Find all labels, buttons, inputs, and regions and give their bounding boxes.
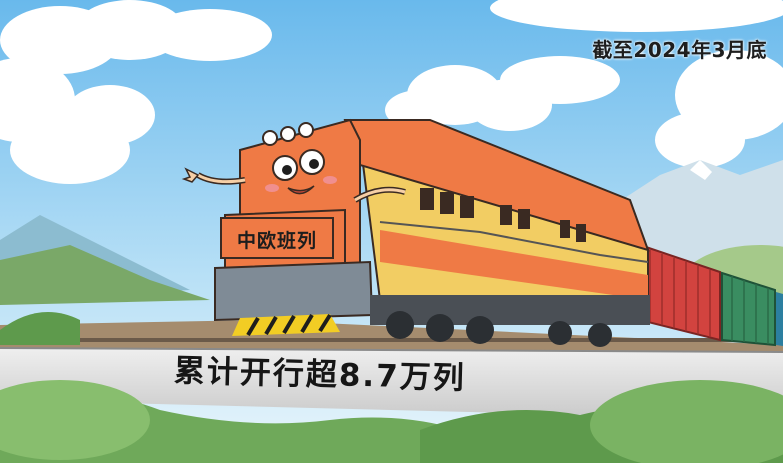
locomotive-plate-label: 中欧班列 [236, 230, 317, 252]
road [0, 348, 783, 420]
locomotive-face [265, 149, 337, 195]
foreground-grass [0, 380, 783, 463]
date-label: 截至2024年3月底 [592, 38, 767, 62]
headline: 累计开行超8.7万列 [173, 353, 467, 397]
cloud-top-left [0, 0, 272, 184]
locomotive [181, 118, 650, 347]
cloud-top-right [490, 0, 783, 168]
freight-wagons [639, 243, 783, 347]
